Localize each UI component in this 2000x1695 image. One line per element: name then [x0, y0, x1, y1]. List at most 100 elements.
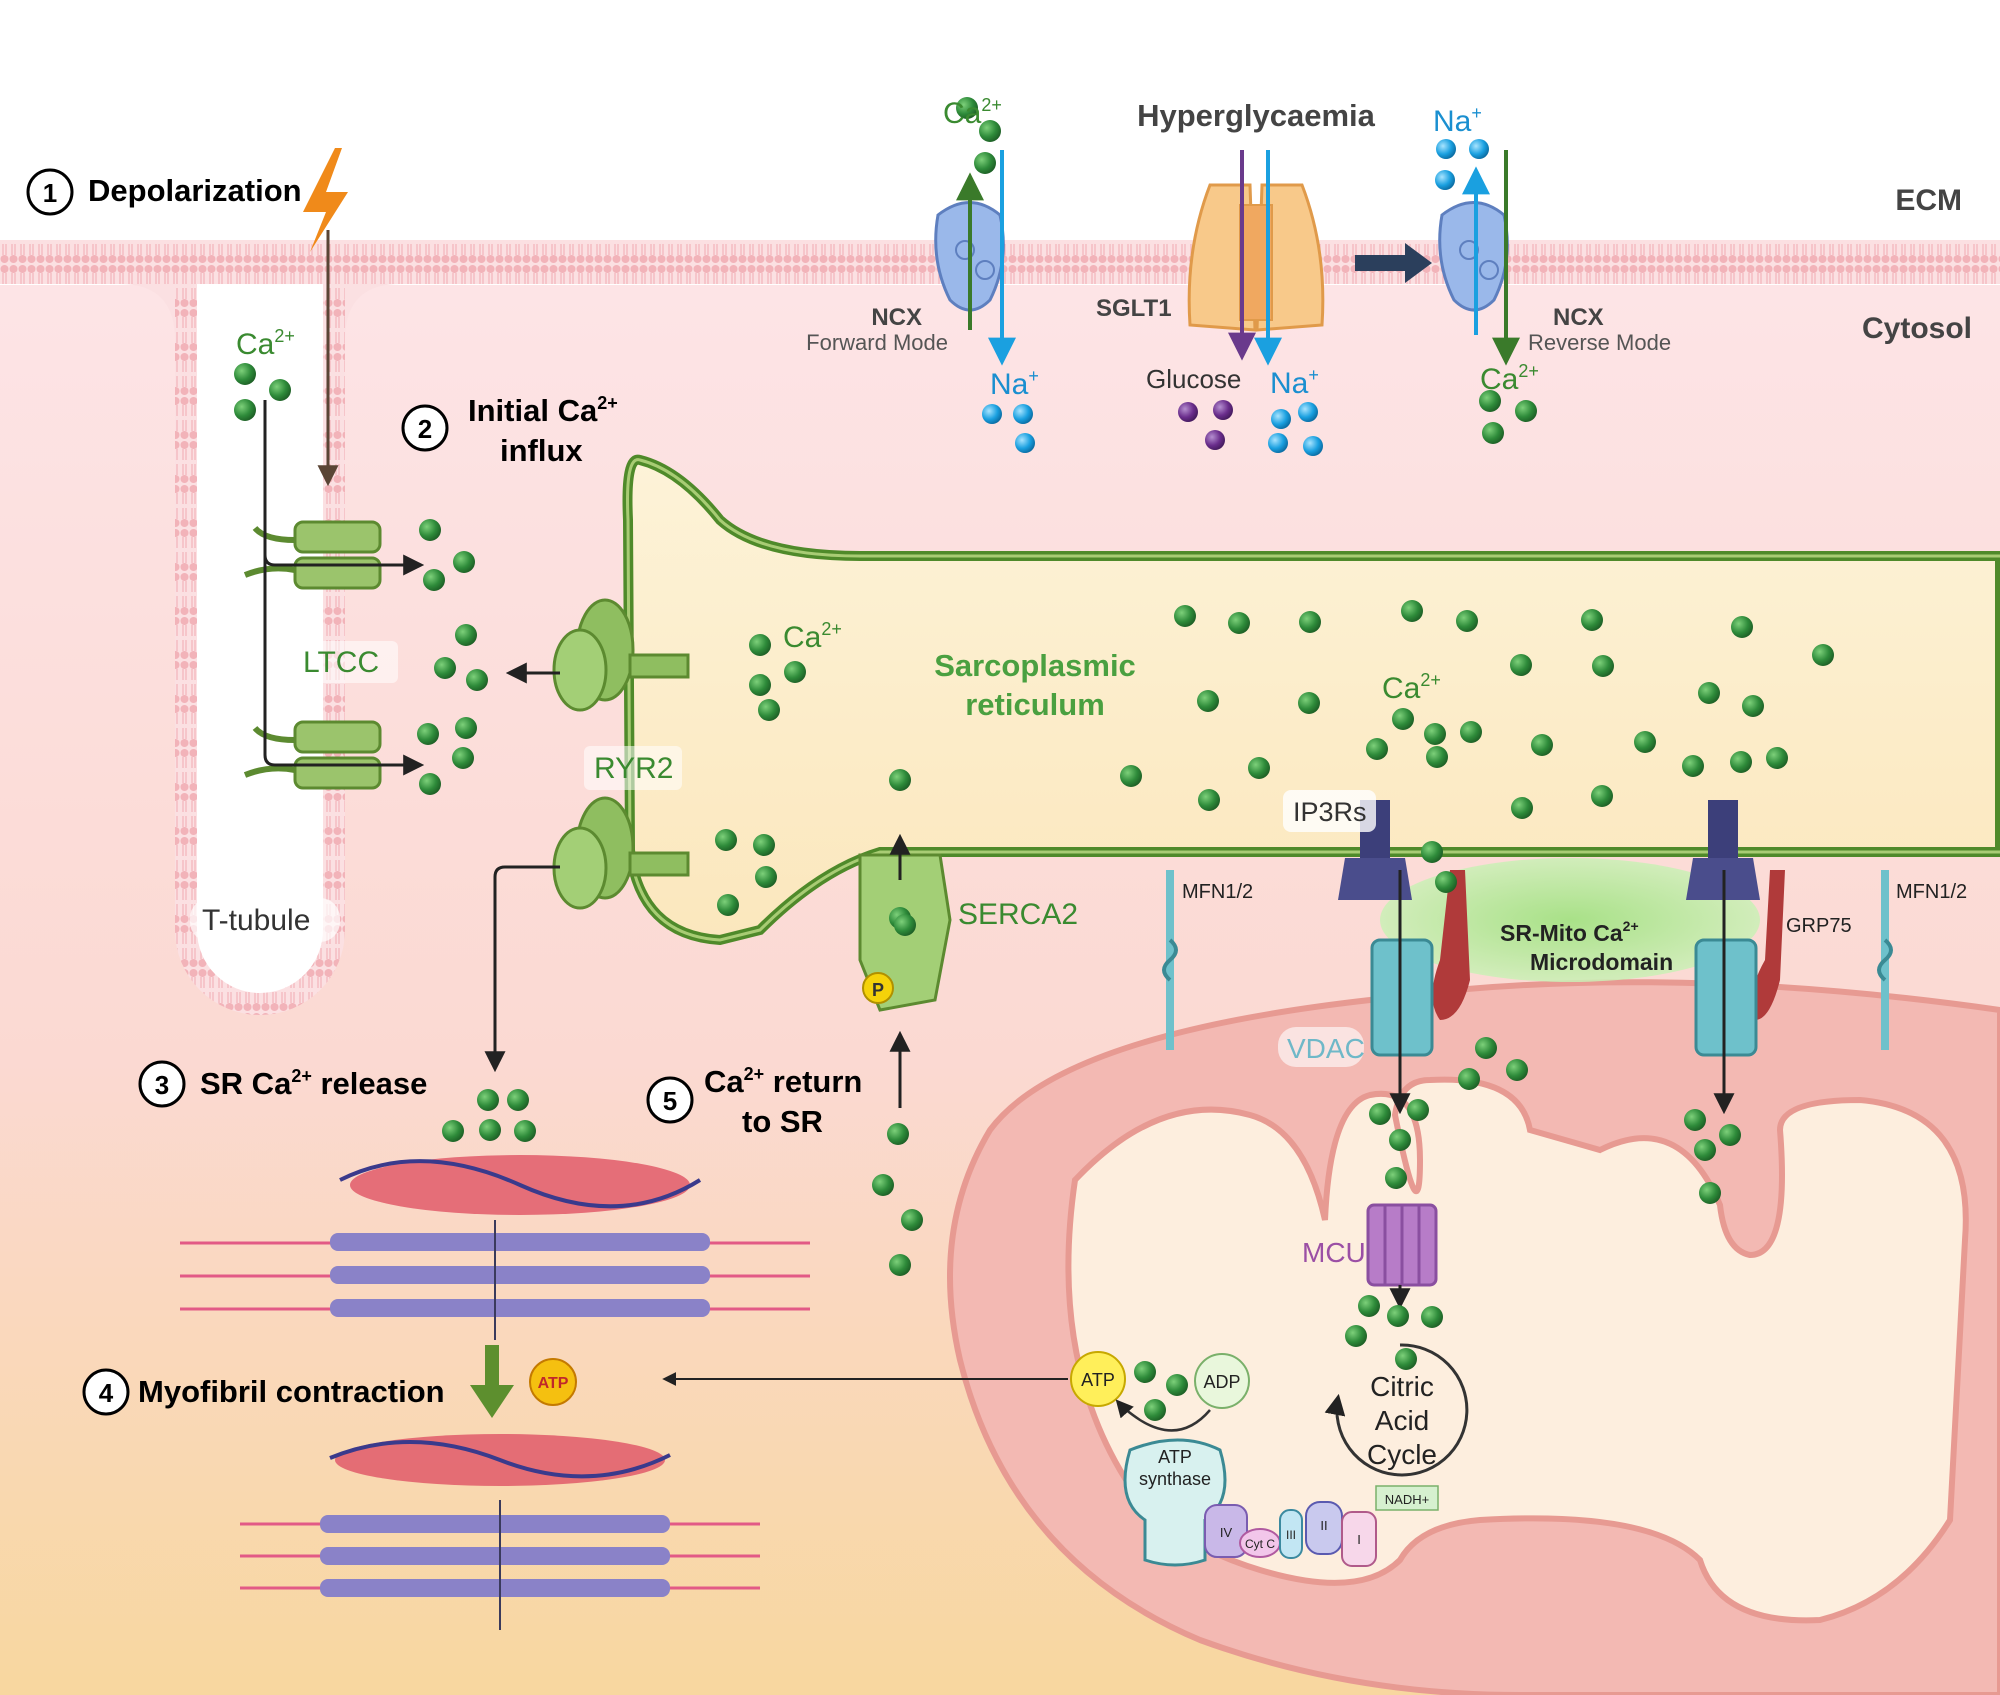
na-label-sglt1: Na+ — [1270, 365, 1319, 400]
ca-label-ip3r: Ca2+ — [1382, 670, 1441, 705]
myofibril-upper — [180, 1155, 810, 1340]
ca-ion-icon — [1366, 738, 1388, 760]
sglt1-transporter — [1187, 183, 1325, 332]
atp-synthase-label-2: synthase — [1139, 1469, 1211, 1489]
complex-i-label: I — [1357, 1532, 1361, 1547]
mfn-label-left: MFN1/2 — [1182, 881, 1253, 903]
complex-ii-label: II — [1320, 1518, 1327, 1533]
ryr2-label-box — [584, 746, 682, 790]
ca-ion-icon — [974, 152, 996, 174]
mfn-label-right: MFN1/2 — [1896, 881, 1967, 903]
glucose-icons — [1178, 400, 1233, 450]
step-1-label: Depolarization — [88, 173, 302, 208]
sr-label-line1: Sarcoplasmic — [934, 648, 1136, 683]
svg-text:3: 3 — [155, 1070, 169, 1100]
complex-iv — [1204, 1504, 1248, 1558]
ca-ion-icon — [1174, 605, 1196, 627]
phosphate-icon — [862, 972, 894, 1004]
reverse-mode-label: Reverse Mode — [1528, 330, 1671, 355]
na-ion-icon — [1303, 436, 1323, 456]
ca-ion-icon — [1369, 1103, 1391, 1125]
citric-acid-cycle-loop — [1324, 1343, 1469, 1477]
ca-ion-icon — [753, 834, 775, 856]
citric-label-3: Cycle — [1367, 1439, 1437, 1470]
ca-ion-icon — [1345, 1325, 1367, 1347]
ca-ion-icon — [1482, 422, 1504, 444]
ca-ion-icon — [1742, 695, 1764, 717]
na-ion-icon — [1436, 139, 1456, 159]
ca-ion-icon — [269, 379, 291, 401]
ca-ion-icon — [1812, 644, 1834, 666]
ca-ion-icon — [1694, 1139, 1716, 1161]
ca-ion-icon — [1144, 1399, 1166, 1421]
atp-circle — [1070, 1351, 1126, 1407]
ca-ion-icon — [453, 551, 475, 573]
ca-ion-icon — [1475, 1037, 1497, 1059]
ca-ion-icon — [1134, 1361, 1156, 1383]
ca-ion-icon — [1698, 682, 1720, 704]
glucose-label: Glucose — [1146, 364, 1241, 394]
sr-label-line2: reticulum — [965, 687, 1105, 722]
ca-ion-icon — [1198, 789, 1220, 811]
glucose-icon — [1205, 430, 1225, 450]
ncx-reverse-transporter — [1438, 201, 1509, 312]
ryr2-channel-bottom — [552, 796, 690, 910]
vdac-label: VDAC — [1287, 1033, 1365, 1064]
atp-circle-myofibril — [529, 1358, 577, 1406]
ca-ion-icon — [889, 769, 911, 791]
ca-ion-icon — [1228, 612, 1250, 634]
ca-ion-icon — [452, 747, 474, 769]
ca-ion-icon — [1479, 390, 1501, 412]
vdac-right — [1694, 938, 1758, 1057]
ltcc-influx-arrow-bottom — [263, 555, 425, 776]
ca-ion-icon — [1591, 785, 1613, 807]
sglt1-label: SGLT1 — [1096, 295, 1172, 322]
mfn-tether-left — [1162, 870, 1178, 1050]
mcu-channel — [1366, 1203, 1438, 1287]
step-5: 5 Ca2+ return to SR — [646, 1064, 862, 1139]
ca-ion-icon — [507, 1089, 529, 1111]
ca-ion-icon — [1358, 1295, 1380, 1317]
ca-ion-icon — [1166, 1374, 1188, 1396]
ca-ion-icon — [755, 866, 777, 888]
complex-iii-label: III — [1286, 1528, 1296, 1542]
lightning-icon — [303, 148, 348, 252]
cyt-c-label: Cyt C — [1245, 1537, 1275, 1551]
ca-ion-icon — [419, 773, 441, 795]
vdac-left — [1370, 938, 1434, 1057]
grp75-left — [1432, 870, 1470, 1020]
ca-ion-icon — [717, 894, 739, 916]
complex-i — [1341, 1511, 1377, 1567]
ca-ion-icon — [417, 723, 439, 745]
ca-ion-icon — [1298, 692, 1320, 714]
citric-label-1: Citric — [1370, 1371, 1434, 1402]
t-tubule-label: T-tubule — [202, 904, 310, 937]
na-ion-icon — [1015, 433, 1035, 453]
step-3: 3 SR Ca2+ release — [138, 1060, 427, 1108]
step-4-label: Myofibril contraction — [138, 1374, 445, 1409]
ca-ion-icon — [758, 699, 780, 721]
step-2-label-line2: influx — [500, 433, 583, 468]
ip3rs-label: IP3Rs — [1293, 797, 1367, 827]
ca-ion-icon — [479, 1119, 501, 1141]
ca-ion-icon — [1581, 609, 1603, 631]
step-5-label: Ca2+ return — [704, 1064, 862, 1099]
na-ion-icon — [1298, 402, 1318, 422]
atp-label-myofibril: ATP — [538, 1375, 569, 1392]
ryr2-label: RYR2 — [594, 752, 673, 785]
ca-ion-icon — [1401, 600, 1423, 622]
ca-ion-icon — [1421, 841, 1443, 863]
microdomain-label-line2: Microdomain — [1530, 949, 1673, 975]
ca-ion-icon — [477, 1089, 499, 1111]
grp75-label: GRP75 — [1786, 915, 1852, 937]
citric-label-2: Acid — [1375, 1405, 1429, 1436]
ca-ion-icon — [1682, 755, 1704, 777]
serca2-label: SERCA2 — [958, 898, 1078, 931]
ca-label-ncx-forward: Ca2+ — [943, 95, 1002, 130]
ca-ion-icon — [1460, 721, 1482, 743]
mode-switch-arrow-icon — [1355, 243, 1432, 283]
ca-ion-icon — [1510, 654, 1532, 676]
ca-label-sr: Ca2+ — [783, 619, 842, 654]
ca-ion-icon — [1458, 1068, 1480, 1090]
na-label-ncx-reverse: Na+ — [1433, 103, 1482, 138]
